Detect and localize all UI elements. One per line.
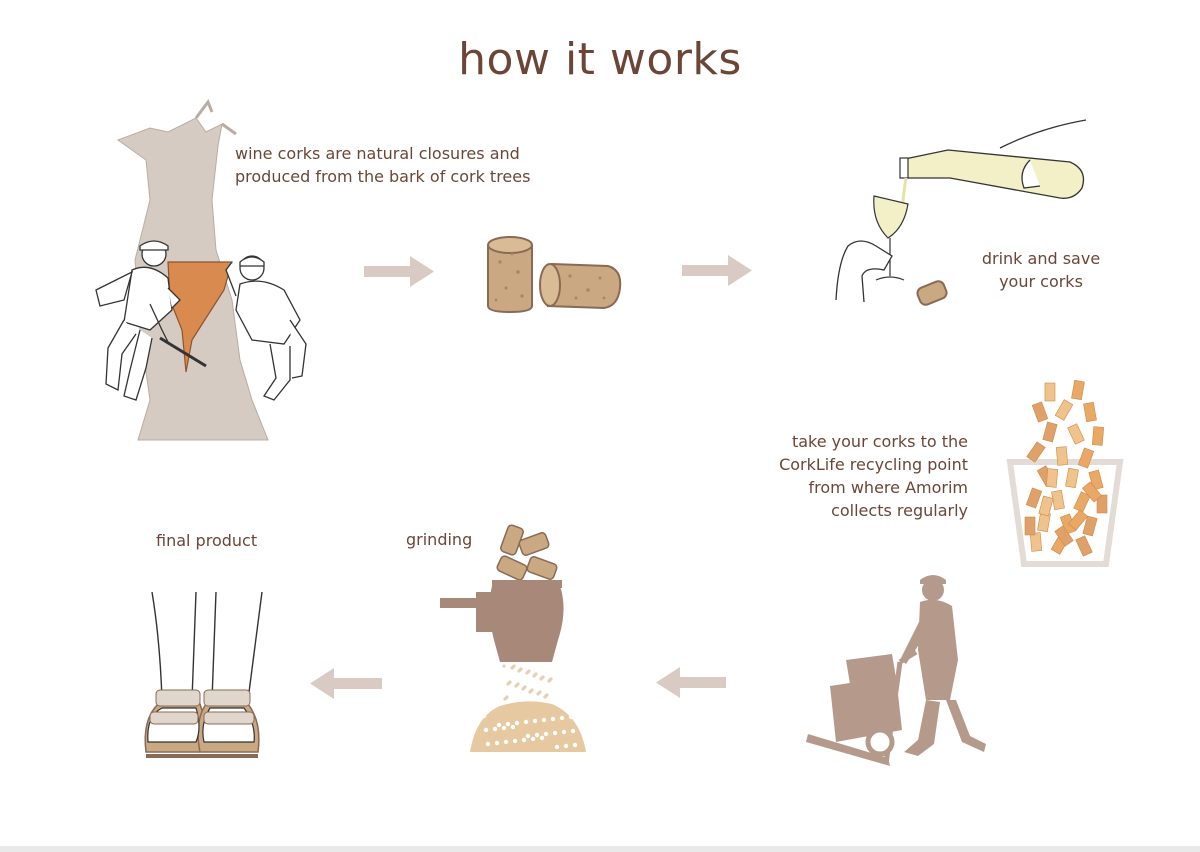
cork-piece [1067, 509, 1089, 531]
arrow-right-2 [682, 255, 752, 286]
grind-dust [516, 682, 520, 686]
cork-piece [1081, 481, 1103, 503]
granule [534, 732, 540, 738]
cork-piece [1054, 399, 1074, 421]
cork-piece [1026, 441, 1046, 463]
granule [514, 720, 520, 726]
cork-piece [1082, 515, 1098, 537]
grind-dust [541, 675, 545, 679]
granule [554, 744, 560, 750]
cork-piece [1054, 525, 1074, 547]
granule [505, 721, 511, 727]
sandals-icon [144, 591, 263, 758]
granule [559, 715, 565, 721]
caption-recycle: take your corks to the CorkLife recyclin… [779, 432, 968, 520]
page-title: how it works [458, 34, 742, 85]
grind-dust [502, 664, 506, 668]
cork-piece [1083, 401, 1097, 423]
grind-dust [505, 695, 509, 699]
grind-dust [519, 667, 523, 671]
granule [485, 741, 491, 747]
cork-piece [1031, 401, 1049, 423]
cork-piece [1029, 532, 1043, 552]
cork-piece [1024, 516, 1036, 536]
cork-piece [1091, 426, 1105, 446]
grind-dust [545, 693, 549, 697]
caption-drink: drink and save your corks [981, 249, 1101, 291]
cork-piece [1071, 379, 1085, 401]
cork-piece [1065, 467, 1079, 489]
granule [568, 714, 574, 720]
caption-grinding: grinding [406, 530, 473, 549]
granule [492, 726, 498, 732]
granule [483, 727, 489, 733]
granule [570, 728, 576, 734]
grind-dust [538, 690, 542, 694]
cork-piece [1025, 487, 1043, 509]
bottom-rule [0, 846, 1200, 852]
wine-corks-icon [487, 236, 622, 314]
cork-piece [1096, 494, 1108, 514]
granule [510, 724, 516, 730]
granule [525, 733, 531, 739]
cork-bin-icon [1006, 379, 1124, 567]
cork-piece [1077, 447, 1095, 469]
granule [561, 729, 567, 735]
arrow-left-2 [310, 668, 382, 699]
grind-dust [512, 664, 516, 668]
hand-truck-worker-icon [806, 575, 986, 766]
granule [552, 730, 558, 736]
granule [501, 725, 507, 731]
arrow-left-1 [656, 667, 726, 698]
cork-piece [1067, 423, 1085, 445]
granule [530, 736, 536, 742]
granule [521, 737, 527, 743]
granule [550, 716, 556, 722]
cork-piece [1051, 489, 1065, 511]
granule [494, 740, 500, 746]
granule [539, 735, 545, 741]
granule [503, 739, 509, 745]
grind-dust [527, 669, 531, 673]
cork-piece [1042, 421, 1058, 443]
caption-final: final product [156, 531, 258, 550]
cork-piece [1075, 535, 1093, 557]
granule [572, 742, 578, 748]
granule [543, 731, 549, 737]
granule [523, 719, 529, 725]
grind-dust [508, 680, 512, 684]
granule [512, 738, 518, 744]
grind-dust [534, 672, 538, 676]
grind-dust [549, 677, 553, 681]
cork-piece [1073, 491, 1091, 513]
arrow-right-1 [364, 256, 434, 287]
granule [481, 713, 487, 719]
cork-piece [1055, 446, 1069, 466]
granule [563, 743, 569, 749]
cork-piece [1045, 468, 1059, 488]
pouring-wine-icon [835, 119, 1087, 306]
cork-piece [1038, 495, 1054, 517]
cork-tree-icon [95, 98, 307, 441]
cork-piece [1044, 382, 1056, 402]
caption-bark: wine corks are natural closures and prod… [235, 144, 531, 186]
granule [541, 717, 547, 723]
granule [532, 718, 538, 724]
grinder-icon [440, 524, 586, 752]
granule [496, 722, 502, 728]
grind-dust [530, 688, 534, 692]
grind-dust [523, 685, 527, 689]
